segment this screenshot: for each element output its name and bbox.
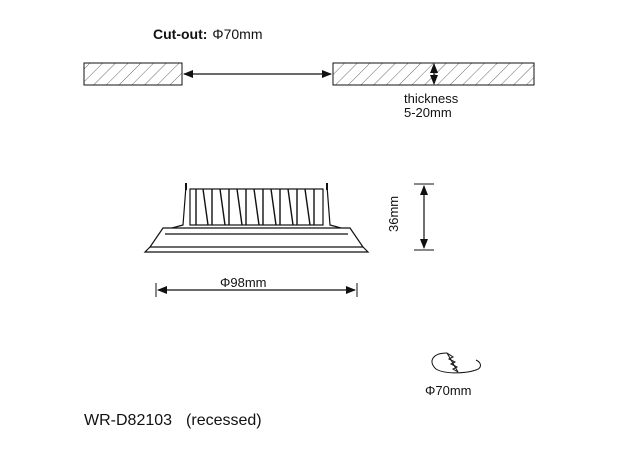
height-dimension: [414, 183, 434, 251]
product-caption: WR-D82103 (recessed): [84, 413, 262, 429]
fixture-diameter-label: Φ98mm: [220, 275, 267, 290]
diameter-dimension: [155, 283, 358, 297]
mounting-type: (recessed): [186, 412, 262, 429]
thickness-range: 5-20mm: [404, 105, 452, 120]
downlight-side-view: [143, 183, 370, 253]
ceiling-panel-left: [83, 62, 183, 86]
thickness-label: thickness: [404, 91, 459, 106]
cutout-key: Cut-out:: [153, 26, 208, 42]
model-number: WR-D82103: [84, 412, 173, 429]
fixture-height-label: 36mm: [386, 195, 401, 232]
cutout-value: Φ70mm: [212, 26, 263, 42]
cutout-label-row: Cut-out:Φ70mm: [153, 27, 263, 41]
hole-saw-diameter-label: Φ70mm: [425, 383, 472, 398]
hole-saw-icon: [431, 352, 481, 374]
